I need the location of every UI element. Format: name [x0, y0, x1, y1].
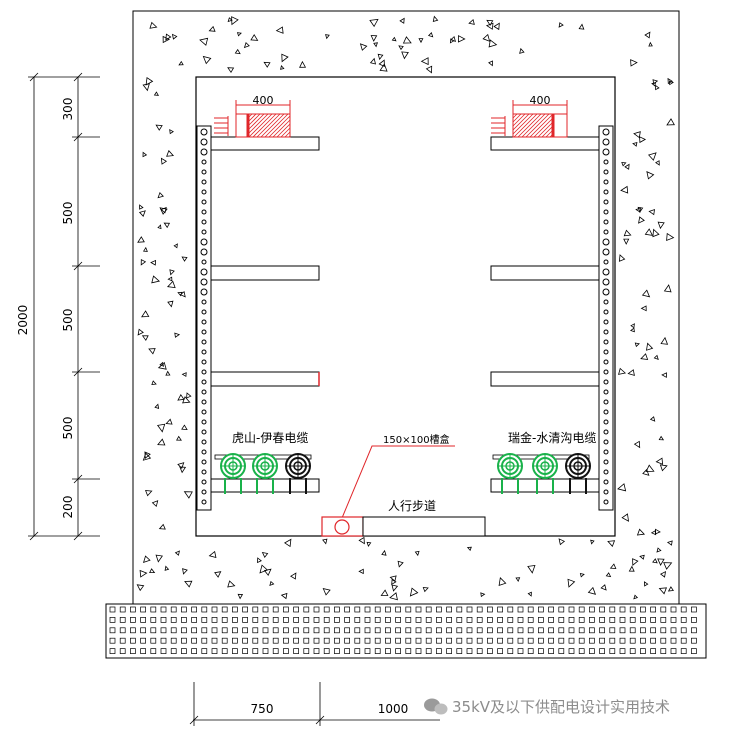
- dim-seg-4: 500: [61, 417, 75, 440]
- left-shelves: [210, 136, 320, 493]
- wechat-icon: [424, 698, 448, 715]
- dim-bottom-750: 750: [251, 702, 274, 716]
- right-shelf-1: [490, 136, 600, 151]
- right-cable-label: 瑞金-水清沟电缆: [508, 430, 596, 445]
- dim-bottom-1000: 1000: [378, 702, 409, 716]
- left-cable-label: 虎山-伊春电缆: [232, 431, 308, 445]
- right-top-cable-tray: 400: [491, 94, 568, 138]
- left-bracket-column: [196, 125, 212, 511]
- left-bracket-holes: [200, 128, 208, 505]
- left-dimension-lines: [28, 72, 100, 541]
- dim-seg-3: 500: [61, 309, 75, 332]
- right-bracket-holes: [602, 128, 610, 505]
- perforated-cover-plate: [105, 603, 707, 659]
- walkway: 人行步道: [362, 499, 486, 537]
- left-shelf-1: [210, 136, 320, 151]
- dim-total-height: 2000: [16, 305, 30, 336]
- concrete-texture: [136, 15, 675, 601]
- right-tray-width-label: 400: [530, 94, 551, 107]
- left-tray-width-label: 400: [253, 94, 274, 107]
- bottom-dimension-lines: [189, 682, 440, 726]
- left-shelf-3: [210, 371, 320, 387]
- right-shelf-3: [490, 371, 600, 387]
- left-top-cable-tray: 400: [214, 94, 291, 138]
- dim-seg-2: 500: [61, 202, 75, 225]
- right-shelf-4: [490, 478, 600, 493]
- watermark-text: 35kV及以下供配电设计实用技术: [452, 698, 670, 716]
- right-shelf-2: [490, 265, 600, 281]
- dim-seg-1: 300: [61, 98, 75, 121]
- drain-box-label: 150×100槽盒: [383, 433, 450, 446]
- walkway-label: 人行步道: [388, 499, 436, 513]
- dim-seg-5: 200: [61, 496, 75, 519]
- drain-box: [321, 516, 364, 537]
- right-bracket-column: [598, 125, 614, 511]
- cable-set: [214, 453, 591, 494]
- left-shelf-4: [210, 478, 320, 493]
- outer-wall-outline: [132, 10, 680, 606]
- wechat-watermark: 35kV及以下供配电设计实用技术: [424, 698, 670, 716]
- drain-leader-line: [341, 445, 455, 519]
- left-shelf-2: [210, 265, 320, 281]
